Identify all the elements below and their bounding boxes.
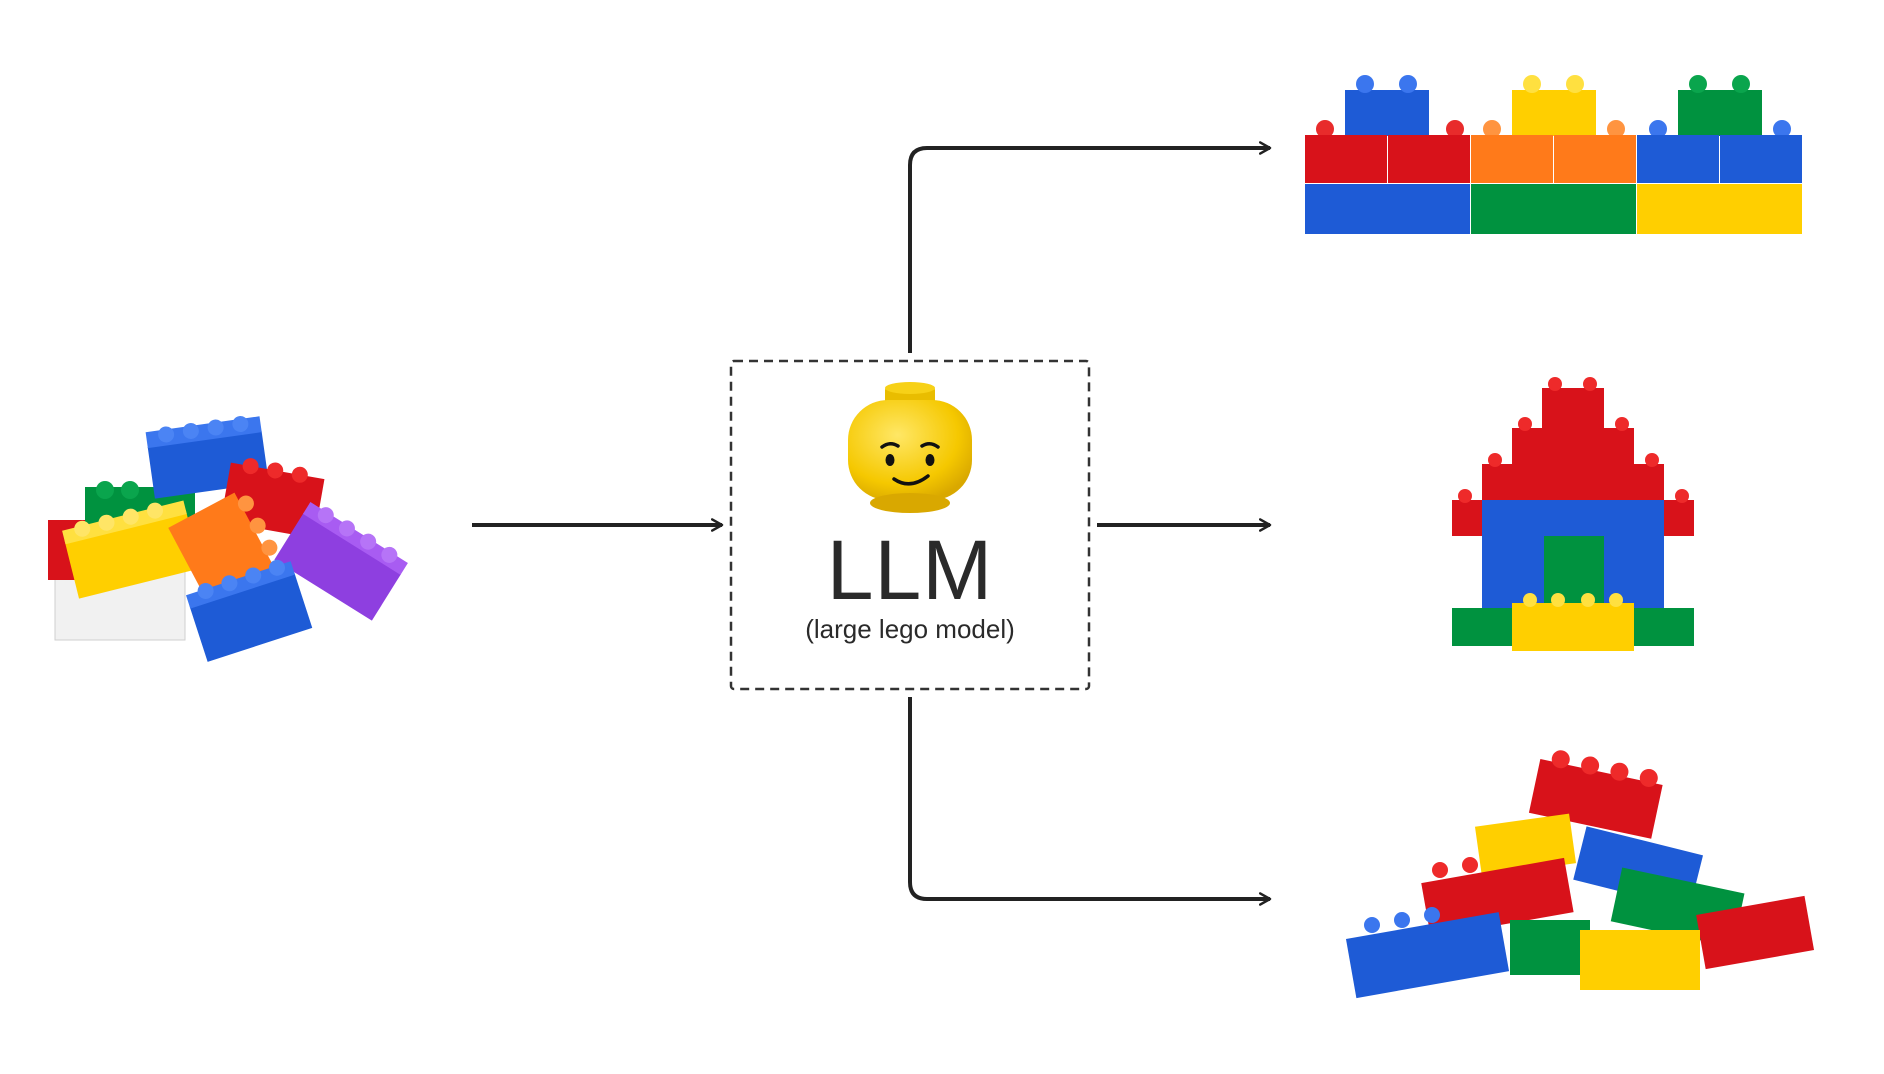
arrow-llm-to-wall	[908, 141, 1272, 353]
llm-box	[729, 359, 1091, 691]
lego-minifigure-head-icon	[848, 382, 972, 513]
llm-title: LLM	[826, 523, 994, 617]
output-lego-staircase	[1345, 750, 1815, 999]
llm-subtitle: (large lego model)	[805, 614, 1015, 644]
arrow-llm-to-staircase	[908, 697, 1272, 906]
output-lego-house	[1452, 377, 1694, 651]
input-brick-pile	[48, 416, 408, 662]
output-lego-wall	[1305, 75, 1802, 234]
